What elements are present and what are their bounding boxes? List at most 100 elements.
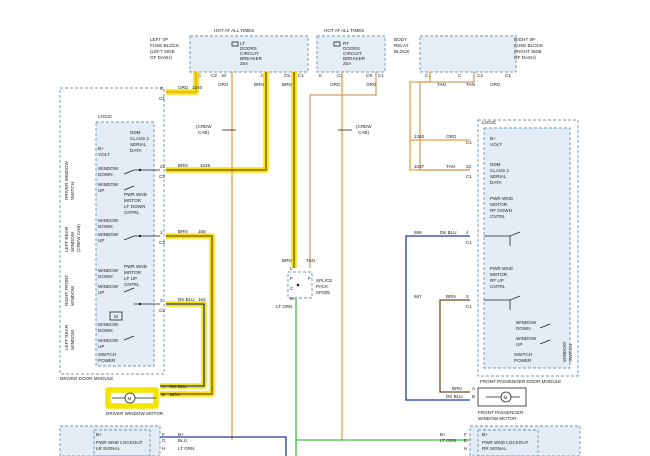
passenger-pins: 1340 ORG 1047 TAN 22 C1 C1 698 DK BLU 4 …	[414, 134, 472, 309]
wire-blu-bottom	[160, 436, 287, 456]
driver-motor-pin-a: A	[162, 384, 166, 389]
pass-conn-3: C1	[466, 304, 472, 309]
driver-door-module: LOGIC B+ VOLT DDM CLASS 2 SERIAL DATA WI…	[59, 87, 165, 381]
wire-brn-1046	[166, 72, 267, 171]
rt-breaker-line5: 25A	[343, 61, 352, 66]
driver-bplus-1: B+	[98, 146, 104, 151]
rt-fuse-block-line3: (RIGHT SIDE	[514, 49, 542, 54]
pass-ddm-3: SERIAL	[490, 174, 507, 179]
driver-wire-2-circuit: 1046	[200, 163, 211, 168]
pass-window-down-2: DOWN	[516, 326, 531, 331]
pass-motor-label-2: WINDOW MOTOR	[478, 416, 517, 421]
driver-pins: C C1 22 C2 1 C2 3 C2 ORG 1240 BRN 1046 B…	[159, 85, 211, 313]
lt-fuse-block-line2: FUSE BLOCK	[150, 43, 180, 48]
pass-motor-pin-b: B	[472, 394, 475, 399]
rt-pin-1: C1	[425, 73, 431, 78]
driver-switch-power-2: POWER	[98, 358, 116, 363]
rr-pin-h: H	[464, 446, 467, 451]
driver-wire-4-circuit: 164	[198, 297, 206, 302]
driver-row6-b: UP	[98, 290, 104, 295]
splice-pin-l: L	[290, 266, 293, 271]
pass-pin-3: 3	[466, 294, 469, 299]
driver-row8-b: UP	[98, 344, 104, 349]
driver-row1-b: DOWN	[98, 172, 113, 177]
wire-brn-165	[160, 235, 213, 395]
driver-side-label-4a: LEFT REAR	[64, 324, 69, 350]
pass-conn-2: C1	[466, 240, 472, 245]
rt-breaker-line2: DOORS	[343, 46, 360, 51]
driver-row1-a: WINDOW	[98, 166, 119, 171]
driver-lfup-1: PWR WND	[124, 264, 148, 269]
driver-side-label-2b: WINDOW	[70, 231, 75, 252]
driver-side-label-1b: SWITCH	[70, 182, 75, 200]
passenger-window-motor: M BRN DK BLU A B FRONT PASSENGER WINDOW …	[446, 386, 527, 421]
lr-bplus: B+	[96, 432, 102, 437]
driver-pin-c: C	[160, 86, 164, 91]
rr-label-1: PWR WND LOCKOUT	[482, 440, 529, 445]
driver-ddm-4: DATA	[130, 148, 143, 153]
lt-fuse-block-line3: (LEFT SIDE	[150, 49, 175, 54]
pass-wire-3-circuit: 698	[414, 230, 422, 235]
splice-pack: L F F C M SPLICE PACK SP205 BRN TAN LT G…	[276, 258, 332, 309]
splice-pin-f1: F	[290, 276, 293, 281]
lr-pin-g: G	[162, 438, 166, 443]
wire-dkblu-698	[405, 235, 470, 401]
lt-fuse-block-line4: OF DASH)	[150, 55, 172, 60]
rr-pin-f: F	[464, 432, 467, 437]
driver-conn-4: C2	[159, 308, 165, 313]
lr-wire-3: LT GRN	[178, 446, 194, 451]
splice-pin-c: C	[290, 286, 294, 291]
lr-label-1: PWR WND LOCKOUT	[96, 440, 143, 445]
driver-side-label-1a: DRIVER WINDOW	[64, 161, 69, 200]
top-wire-label-5: ORG	[366, 82, 377, 87]
lr-lockout-block: B+ PWR WND LOCKOUT LR SIGNAL F G H B+ BL…	[59, 425, 194, 456]
pass-wire-2-color: TAN	[446, 164, 455, 169]
driver-wire-2-color: BRN	[178, 163, 188, 168]
mid-pin-1: K	[319, 73, 323, 78]
body-relay-line3: BLOCK	[394, 49, 411, 54]
pass-ddm-1: DDM	[490, 162, 501, 167]
driver-ddm-3: SERIAL	[130, 142, 147, 147]
lt-breaker-line4: BREAKER	[240, 56, 263, 61]
driver-wire-1-color: ORG	[178, 85, 189, 90]
crew-cab-left-1: (CREW	[196, 124, 212, 129]
pass-window-down-1: WINDOW	[516, 320, 537, 325]
driver-motor-wire-b: BRN	[170, 392, 180, 397]
pass-wire-2-circuit: 1047	[414, 164, 425, 169]
driver-pin-3: 3	[160, 298, 163, 303]
rt-fuse-block-line4: OF DASH)	[514, 55, 536, 60]
hot-label-right: HOT AT ALL TIMES	[324, 28, 364, 33]
driver-side-label-2a: LEFT REAR	[64, 226, 69, 252]
mid-pin-4: C1	[378, 73, 384, 78]
pass-conn-1: C1	[466, 174, 472, 179]
driver-row2-b: UP	[98, 188, 104, 193]
pass-switch-power-2: POWER	[514, 358, 532, 363]
pass-module-label: FRONT PASSENGER DOOR MODULE	[480, 379, 561, 384]
driver-pin-1: 1	[160, 230, 163, 235]
driver-conn-1: C1	[159, 96, 165, 101]
driver-side-labels: DRIVER WINDOW SWITCH LEFT REAR WINDOW (C…	[64, 161, 81, 350]
top-wire-label-1: ORG	[218, 82, 229, 87]
pass-rfdown-4: CNTRL	[490, 214, 506, 219]
hot-label-left: HOT AT ALL TIMES	[214, 28, 254, 33]
driver-motor-symbol: M	[128, 396, 132, 401]
pass-motor-symbol: M	[504, 395, 508, 400]
lt-breaker-line5: 25A	[240, 61, 249, 66]
lr-wire-2: BLU	[178, 438, 187, 443]
left-fuse-block: LEFT I/P FUSE BLOCK (LEFT SIDE OF DASH) …	[150, 35, 309, 78]
lt-fuse-block-line1: LEFT I/P	[150, 37, 168, 42]
driver-row4-a: WINDOW	[98, 232, 119, 237]
pass-wire-3-color: DK BLU	[440, 230, 457, 235]
pass-window-up-1: WINDOW	[516, 336, 537, 341]
pass-rfup-4: CNTRL	[490, 284, 506, 289]
pass-switch-power-1: SWITCH	[514, 352, 532, 357]
top-wire-label-6: TAN	[437, 82, 446, 87]
driver-wire-4-color: DK BLU	[178, 297, 195, 302]
driver-row2-a: WINDOW	[98, 182, 119, 187]
rr-wire-2: LT GRN	[440, 438, 456, 443]
splice-wire-tan: TAN	[306, 258, 315, 263]
top-wire-label-3: BRN	[282, 82, 292, 87]
wire-org-1240	[166, 72, 197, 93]
driver-logic-label: LOGIC	[98, 114, 113, 119]
